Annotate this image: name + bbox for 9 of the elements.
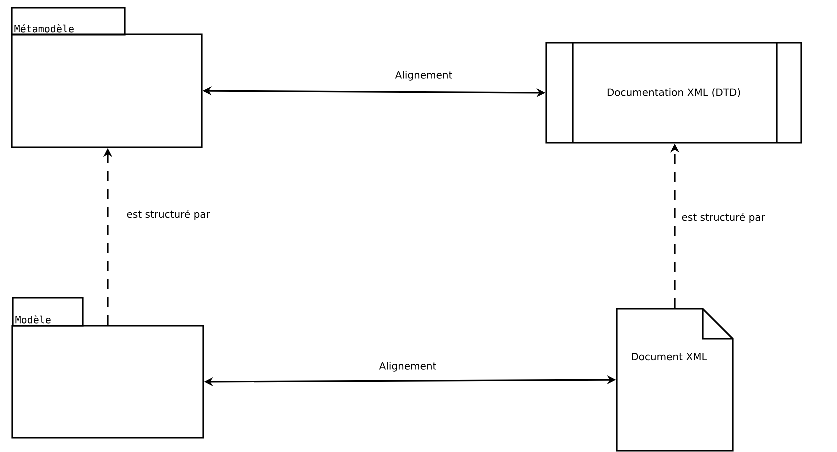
edge-label: est structuré par bbox=[680, 212, 766, 224]
edge-label: est structuré par bbox=[126, 208, 212, 222]
edge-label: Alignement bbox=[394, 70, 454, 82]
package-box: Métamodèle bbox=[11, 7, 203, 148]
package-box: Modèle bbox=[12, 297, 204, 439]
node-label: Métamodèle bbox=[14, 24, 74, 33]
edge-label: Alignement bbox=[378, 361, 438, 373]
process-box: Documentation XML (DTD) bbox=[546, 42, 802, 144]
node-label: Modèle bbox=[16, 316, 51, 324]
